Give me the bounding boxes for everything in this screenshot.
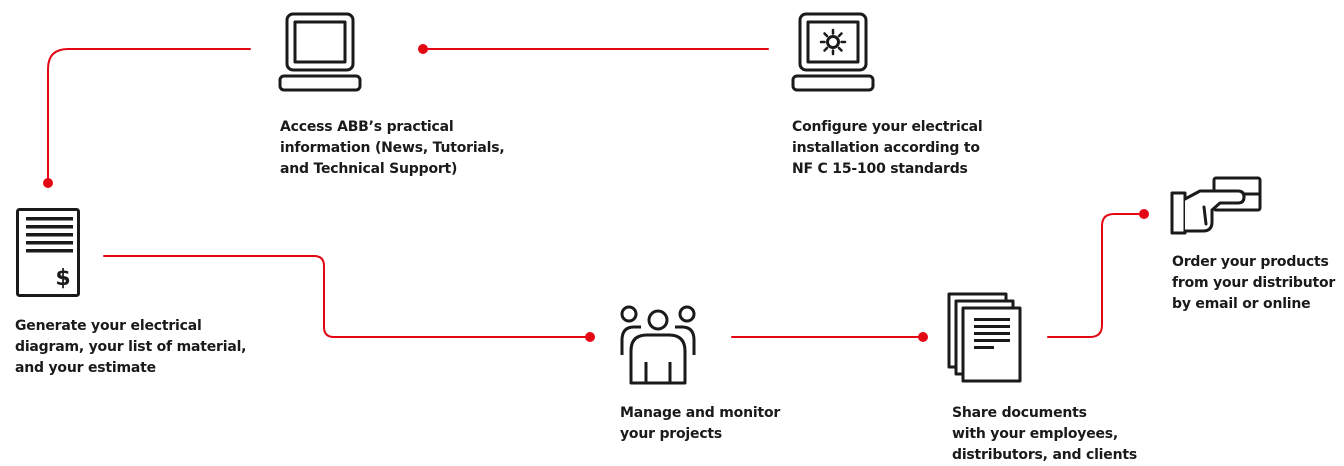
connector-access-to-generate <box>47 48 251 184</box>
documents-stack-icon <box>947 292 1022 383</box>
connector-dot <box>585 332 595 342</box>
laptop-icon <box>278 12 362 92</box>
invoice-dollar-icon: $ <box>16 208 80 297</box>
team-users-icon <box>620 305 696 385</box>
connector-dot <box>1139 209 1149 219</box>
connector-dot <box>418 44 428 54</box>
hand-card-icon <box>1170 176 1262 235</box>
connector-dot <box>43 178 53 188</box>
connector-share-to-order <box>1047 213 1145 338</box>
connector-dot <box>918 332 928 342</box>
svg-text:$: $ <box>55 266 70 291</box>
connector-generate-to-manage <box>103 255 591 338</box>
laptop-gear-icon <box>791 12 875 92</box>
